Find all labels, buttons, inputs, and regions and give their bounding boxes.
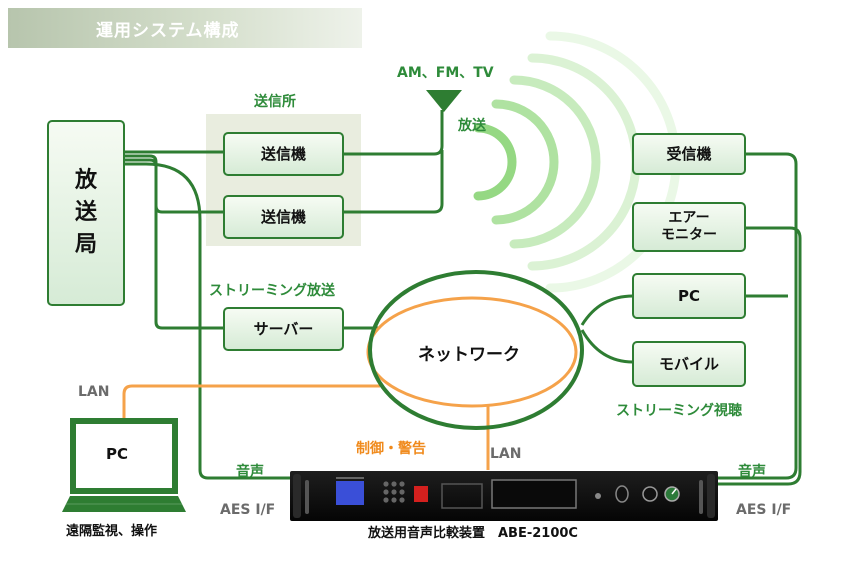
mobile-label: モバイル [658, 355, 719, 373]
control-lines [122, 384, 490, 470]
transmitter-box-1: 送信機 [223, 132, 344, 176]
streaming-view-label: ストリーミング視聴 [616, 403, 742, 419]
streaming-broadcast-label: ストリーミング放送 [209, 283, 335, 299]
server-label: サーバー [253, 320, 314, 338]
broadcast-station-label: 放 送 局 [74, 168, 97, 257]
pc-right-box: PC [632, 273, 746, 319]
network-ring [368, 270, 584, 430]
pc-monitor-icon [62, 418, 186, 512]
air-monitor-label: エアー モニター [661, 210, 717, 243]
title-bar [8, 8, 362, 48]
antenna-icon [426, 90, 462, 112]
antenna-bands-label: AM、FM、TV [397, 65, 494, 81]
air-monitor-box: エアー モニター [632, 202, 746, 252]
lan-left-label: LAN [78, 384, 110, 400]
broadcast-label: 放送 [458, 118, 486, 134]
pc-left-label: PC [106, 445, 129, 463]
transmitter-label-2: 送信機 [260, 208, 306, 226]
receiver-label: 受信機 [666, 145, 712, 163]
audio-left-label: 音声 [236, 464, 264, 480]
remote-monitor-label: 遠隔監視、操作 [66, 524, 158, 539]
control-alarm-label: 制御・警告 [356, 441, 426, 457]
transmitter-box-2: 送信機 [223, 195, 344, 239]
device-caption: 放送用音声比較装置 ABE-2100C [368, 526, 578, 541]
comparator-device [290, 471, 718, 521]
lan-center-label: LAN [490, 446, 522, 462]
aes-left-label: AES I/F [220, 502, 276, 518]
green-connections [125, 110, 802, 486]
page-title: 運用システム構成 [96, 21, 240, 41]
aes-right-label: AES I/F [736, 502, 792, 518]
transmitter-site-label: 送信所 [254, 94, 296, 110]
network-label: ネットワーク [418, 345, 520, 365]
mobile-box: モバイル [632, 341, 746, 387]
control-network-ring [366, 296, 578, 408]
pc-right-label: PC [677, 287, 700, 305]
server-box: サーバー [223, 307, 344, 351]
receiver-box: 受信機 [632, 133, 746, 175]
audio-right-label: 音声 [738, 464, 766, 480]
transmitter-label-1: 送信機 [260, 145, 306, 163]
broadcast-station-box: 放 送 局 [47, 120, 125, 306]
